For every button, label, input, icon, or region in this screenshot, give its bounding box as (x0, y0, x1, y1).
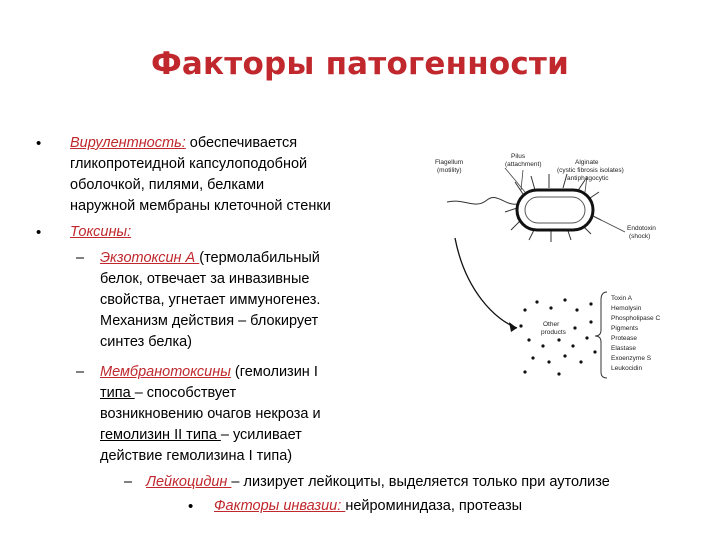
cell-body (515, 188, 595, 232)
exotoxin-line-5: синтез белка) (100, 334, 192, 350)
exotoxin-term: Экзотоксин А (100, 250, 200, 266)
membranotoxins-line-4-rest: – усиливает (220, 427, 302, 443)
invasion-text: нейроминидаза, протеазы (345, 498, 523, 514)
toxin-list-item: Exoenzyme S (611, 355, 652, 362)
membranotoxins-line-5: действие гемолизина I типа) (100, 448, 293, 464)
label-pilus-sub: (attachment) (505, 161, 542, 168)
label-endotoxin-sub: (shock) (629, 233, 650, 240)
toxin-list-item: Elastase (611, 345, 636, 352)
label-alginate: Alginate (575, 159, 599, 166)
toxins-term: Токсины: (70, 224, 132, 240)
bullet-marker: • (36, 224, 42, 241)
bacterium-diagram: Pilus (attachment) Flagellum (motility) … (435, 153, 660, 379)
membranotoxins-type-underlined: типа (100, 385, 135, 401)
toxins-heading: Токсины: (70, 222, 131, 243)
leukocidin-term: Лейкоцидин (146, 474, 232, 490)
exotoxin-line-1: Экзотоксин А (термолабильный (100, 248, 320, 269)
virulence-line-2: гликопротеидной капсулоподобной (70, 156, 308, 172)
virulence-term: Вирулентность: (70, 135, 186, 151)
membranotoxins-line-1: Мембранотоксины (гемолизин I (100, 362, 318, 383)
toxin-list-item: Toxin A (611, 295, 633, 302)
membranotoxins-text-1: (гемолизин I (230, 364, 318, 380)
invasion-line: Факторы инвазии: нейроминидаза, протеазы (214, 496, 522, 517)
membranotoxins-term: Мембранотоксины (100, 364, 231, 380)
flagellum-shape (446, 197, 518, 205)
label-flagellum-sub: (motility) (437, 167, 462, 174)
virulence-line-4: наружной мембраны клеточной стенки (70, 198, 331, 214)
slide-title: Факторы патогенности (150, 46, 569, 82)
toxin-list-item: Protease (611, 335, 637, 342)
membranotoxins-line-2-rest: – способствует (134, 385, 237, 401)
dash-marker: – (124, 474, 133, 490)
toxin-list-item: Leukocidin (611, 365, 642, 372)
hemolysin-ii-underlined: гемолизин II типа (100, 427, 221, 443)
exotoxin-line-4: Механизм действия – блокирует (100, 313, 319, 329)
toxin-list-item: Phospholipase C (611, 315, 660, 322)
exotoxin-text-1: (термолабильный (199, 250, 320, 266)
dash-marker: – (76, 250, 85, 266)
leukocidin-text: – лизирует лейкоциты, выделяется только … (231, 474, 610, 490)
label-other-1: Other (543, 321, 560, 328)
leukocidin-line: Лейкоцидин – лизирует лейкоциты, выделяе… (146, 472, 610, 493)
label-pilus: Pilus (511, 153, 526, 160)
exotoxin-line-2: белок, отвечает за инвазивные (100, 271, 310, 287)
bracket (594, 291, 608, 379)
dash-marker: – (76, 364, 85, 380)
label-alginate-sub-2: antiphagocytic (567, 175, 609, 182)
membranotoxins-line-2: типа – способствует (100, 383, 236, 404)
membranotoxins-line-3: возникновению очагов некроза и (100, 406, 321, 422)
secretion-arrow (454, 237, 518, 329)
exotoxin-line-3: свойства, угнетает иммуногенез. (100, 292, 321, 308)
invasion-term: Факторы инвазии: (214, 498, 346, 514)
toxin-list-item: Hemolysin (611, 305, 642, 312)
bullet-marker: • (36, 135, 42, 152)
label-endotoxin: Endotoxin (627, 225, 656, 232)
label-flagellum: Flagellum (435, 159, 463, 166)
toxin-list-item: Pigments (611, 325, 639, 332)
virulence-line-3: оболочкой, пилями, белками (70, 177, 265, 193)
membranotoxins-line-4: гемолизин II типа – усиливает (100, 425, 302, 446)
label-other-2: products (541, 329, 567, 336)
label-alginate-sub-1: (cystic fibrosis isolates) (557, 167, 624, 174)
secreted-products (519, 298, 597, 376)
bullet-marker: • (188, 498, 194, 515)
virulence-line-1: Вирулентность: обеспечивается (70, 133, 297, 154)
virulence-text-1: обеспечивается (185, 135, 298, 151)
